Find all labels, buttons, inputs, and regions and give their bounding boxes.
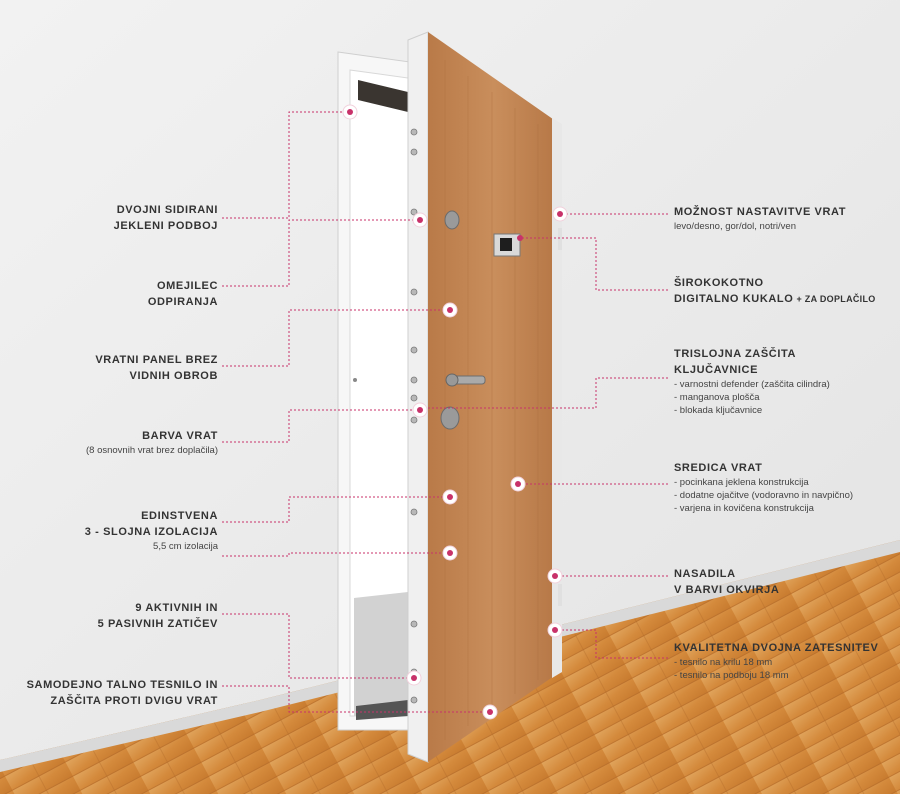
label-bolts: 9 AKTIVNIH IN 5 PASIVNIH ZATIČEV xyxy=(0,600,218,632)
label-insulation-sub: 5,5 cm izolacija xyxy=(153,541,218,552)
label-insulation-line2: 3 - SLOJNA IZOLACIJA xyxy=(84,526,218,538)
label-lock-sub2: - manganova plošča xyxy=(674,392,760,403)
label-bolts-line2: 5 PASIVNIH ZATIČEV xyxy=(97,618,218,630)
label-panel-line2: VIDNIH OBROB xyxy=(129,370,218,382)
label-lock-line2: KLJUČAVNICE xyxy=(674,364,759,376)
wood-grain xyxy=(444,60,539,740)
door-side-edge xyxy=(552,118,562,678)
label-core-sub3: - varjena in kovičena konstrukcija xyxy=(674,503,814,514)
label-bolts-line1: 9 AKTIVNIH IN xyxy=(135,602,218,614)
label-anchor-line2: JEKLENI PODBOJ xyxy=(113,220,218,232)
label-anchor: DVOJNI SIDIRANI JEKLENI PODBOJ xyxy=(18,202,218,234)
label-peephole-extra: + ZA DOPLAČILO xyxy=(796,294,876,304)
label-panel: VRATNI PANEL BREZ VIDNIH OBROB xyxy=(18,352,218,384)
label-peephole: ŠIROKOKOTNO DIGITALNO KUKALO + ZA DOPLAČ… xyxy=(674,275,898,307)
label-adjust-sub: levo/desno, gor/dol, notri/ven xyxy=(674,221,796,232)
handle-rose xyxy=(445,373,459,387)
label-lock-sub3: - blokada ključavnice xyxy=(674,405,763,416)
label-color: BARVA VRAT (8 osnovnih vrat brez doplači… xyxy=(0,428,218,457)
label-insulation-line1: EDINSTVENA xyxy=(141,510,218,522)
door-knob-upper xyxy=(444,210,460,230)
label-panel-line1: VRATNI PANEL BREZ xyxy=(95,354,218,366)
label-peephole-line1: ŠIROKOKOTNO xyxy=(674,277,764,289)
label-stop-line2: ODPIRANJA xyxy=(147,296,218,308)
label-gasket: KVALITETNA DVOJNA ZATESNITEV - tesnilo n… xyxy=(674,640,898,682)
label-adjust-line1: MOŽNOST NASTAVITVE VRAT xyxy=(674,206,847,218)
label-gasket-sub2: - tesnilo na podboju 18 mm xyxy=(674,670,789,681)
lock-cylinder xyxy=(440,406,460,430)
label-stop: OMEJILEC ODPIRANJA xyxy=(18,278,218,310)
label-hinges-line2: V BARVI OKVIRJA xyxy=(674,584,780,596)
frame-top-seal xyxy=(358,80,408,112)
callout-markers xyxy=(342,104,568,720)
label-seal: SAMODEJNO TALNO TESNILO IN ZAŠČITA PROTI… xyxy=(0,677,218,709)
door-leaf xyxy=(428,32,560,762)
label-core-line1: SREDICA VRAT xyxy=(674,462,763,474)
peephole-screen xyxy=(500,238,512,251)
hinge-lower xyxy=(558,584,562,606)
callout-lines xyxy=(222,111,668,713)
label-hinges: NASADILA V BARVI OKVIRJA xyxy=(674,566,894,598)
frame-screw xyxy=(353,378,357,382)
label-lock-line1: TRISLOJNA ZAŠČITA xyxy=(674,348,797,360)
label-lock-sub1: - varnostni defender (zaščita cilindra) xyxy=(674,379,830,390)
label-lock: TRISLOJNA ZAŠČITA KLJUČAVNICE - varnostn… xyxy=(674,346,894,417)
label-insulation: EDINSTVENA 3 - SLOJNA IZOLACIJA 5,5 cm i… xyxy=(0,508,218,553)
label-gasket-line1: KVALITETNA DVOJNA ZATESNITEV xyxy=(674,642,879,654)
label-hinges-line1: NASADILA xyxy=(674,568,736,580)
label-core-sub1: - pocinkana jeklena konstrukcija xyxy=(674,477,809,488)
label-gasket-sub1: - tesnilo na krilu 18 mm xyxy=(674,657,773,668)
hinge-upper xyxy=(558,228,562,250)
label-color-line1: BARVA VRAT xyxy=(142,430,218,442)
label-core: SREDICA VRAT - pocinkana jeklena konstru… xyxy=(674,460,898,515)
label-adjust: MOŽNOST NASTAVITVE VRAT levo/desno, gor/… xyxy=(674,204,894,233)
label-color-sub: (8 osnovnih vrat brez doplačila) xyxy=(85,445,218,456)
label-stop-line1: OMEJILEC xyxy=(156,280,218,292)
floor-seal xyxy=(356,700,408,720)
label-peephole-line2: DIGITALNO KUKALO xyxy=(674,293,794,305)
floor-threshold xyxy=(354,592,408,716)
label-core-sub2: - dodatne ojačitve (vodoravno in navpičn… xyxy=(674,490,854,501)
label-anchor-line1: DVOJNI SIDIRANI xyxy=(116,204,218,216)
label-seal-line1: SAMODEJNO TALNO TESNILO IN xyxy=(26,679,218,691)
label-seal-line2: ZAŠČITA PROTI DVIGU VRAT xyxy=(50,695,218,707)
